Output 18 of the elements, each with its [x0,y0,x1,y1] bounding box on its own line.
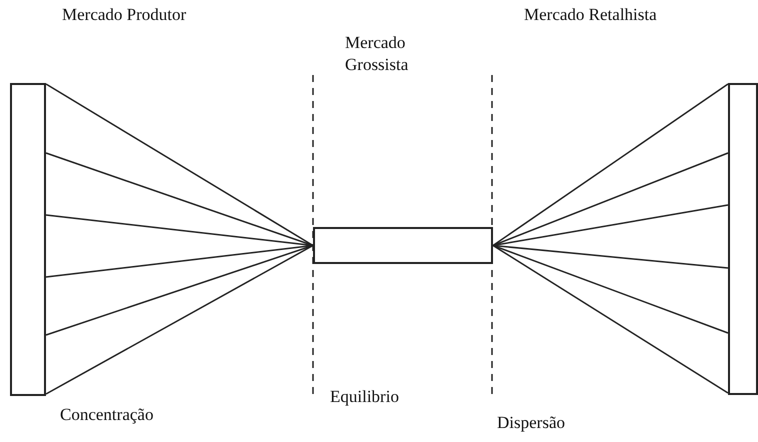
connector-line [46,244,314,395]
diagram-label: Equilibrio [330,386,399,408]
bar-shape [10,83,46,396]
rectangle-shape [313,227,493,264]
connector-line [46,214,314,246]
diagram-label: Concentração [60,404,154,426]
diagram-label: Mercado Retalhista [524,4,657,26]
connector-line [492,83,728,246]
connector-line [46,83,314,246]
bar-shape [728,83,758,395]
diagram-label: Mercado Produtor [62,4,186,26]
connector-line [492,152,728,246]
connector-line [46,152,314,246]
connector-line [46,244,314,336]
diagram-label: Mercado Grossista [345,32,410,76]
connector-line [492,244,728,394]
diagram-label: Dispersão [497,412,565,434]
connector-line [492,244,728,269]
